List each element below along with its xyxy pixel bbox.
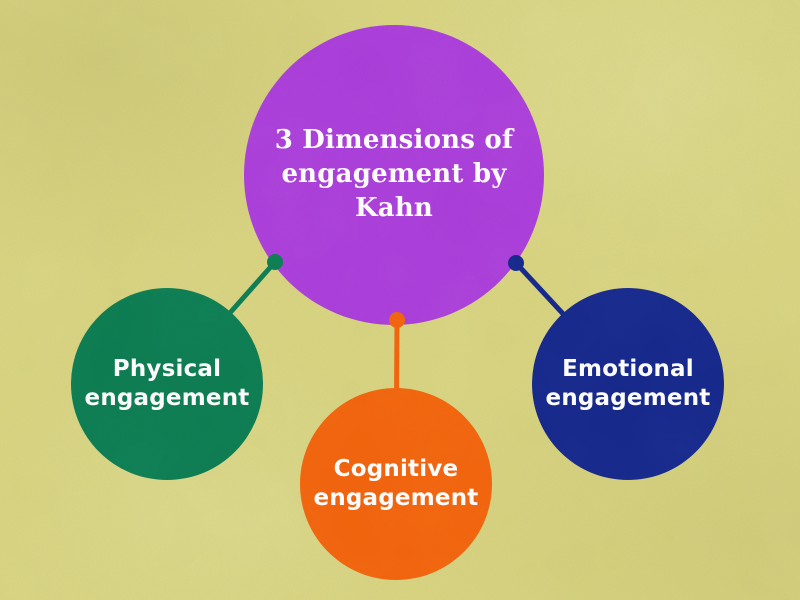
cognitive-node-label: Cognitive engagement (314, 455, 479, 514)
node-emotional-circle: Emotional engagement (532, 288, 724, 480)
emotional-node-label: Emotional engagement (546, 355, 711, 414)
node-cognitive-circle: Cognitive engagement (300, 388, 492, 580)
emotional-label-line1: Emotional (562, 355, 694, 382)
physical-label-line1: Physical (112, 355, 222, 382)
node-physical-circle: Physical engagement (71, 288, 263, 480)
center-label-line2: engagement by Kahn (281, 159, 507, 223)
cognitive-label-line2: engagement (313, 485, 479, 511)
center-label-line1: 3 Dimensions of (274, 125, 514, 156)
emotional-label-line2: engagement (545, 385, 711, 411)
physical-label-line2: engagement (84, 385, 250, 411)
physical-node-label: Physical engagement (85, 355, 250, 414)
cognitive-label-line1: Cognitive (333, 455, 459, 482)
node-center-circle: 3 Dimensions of engagement by Kahn (244, 25, 544, 325)
center-node-label: 3 Dimensions of engagement by Kahn (244, 124, 544, 225)
